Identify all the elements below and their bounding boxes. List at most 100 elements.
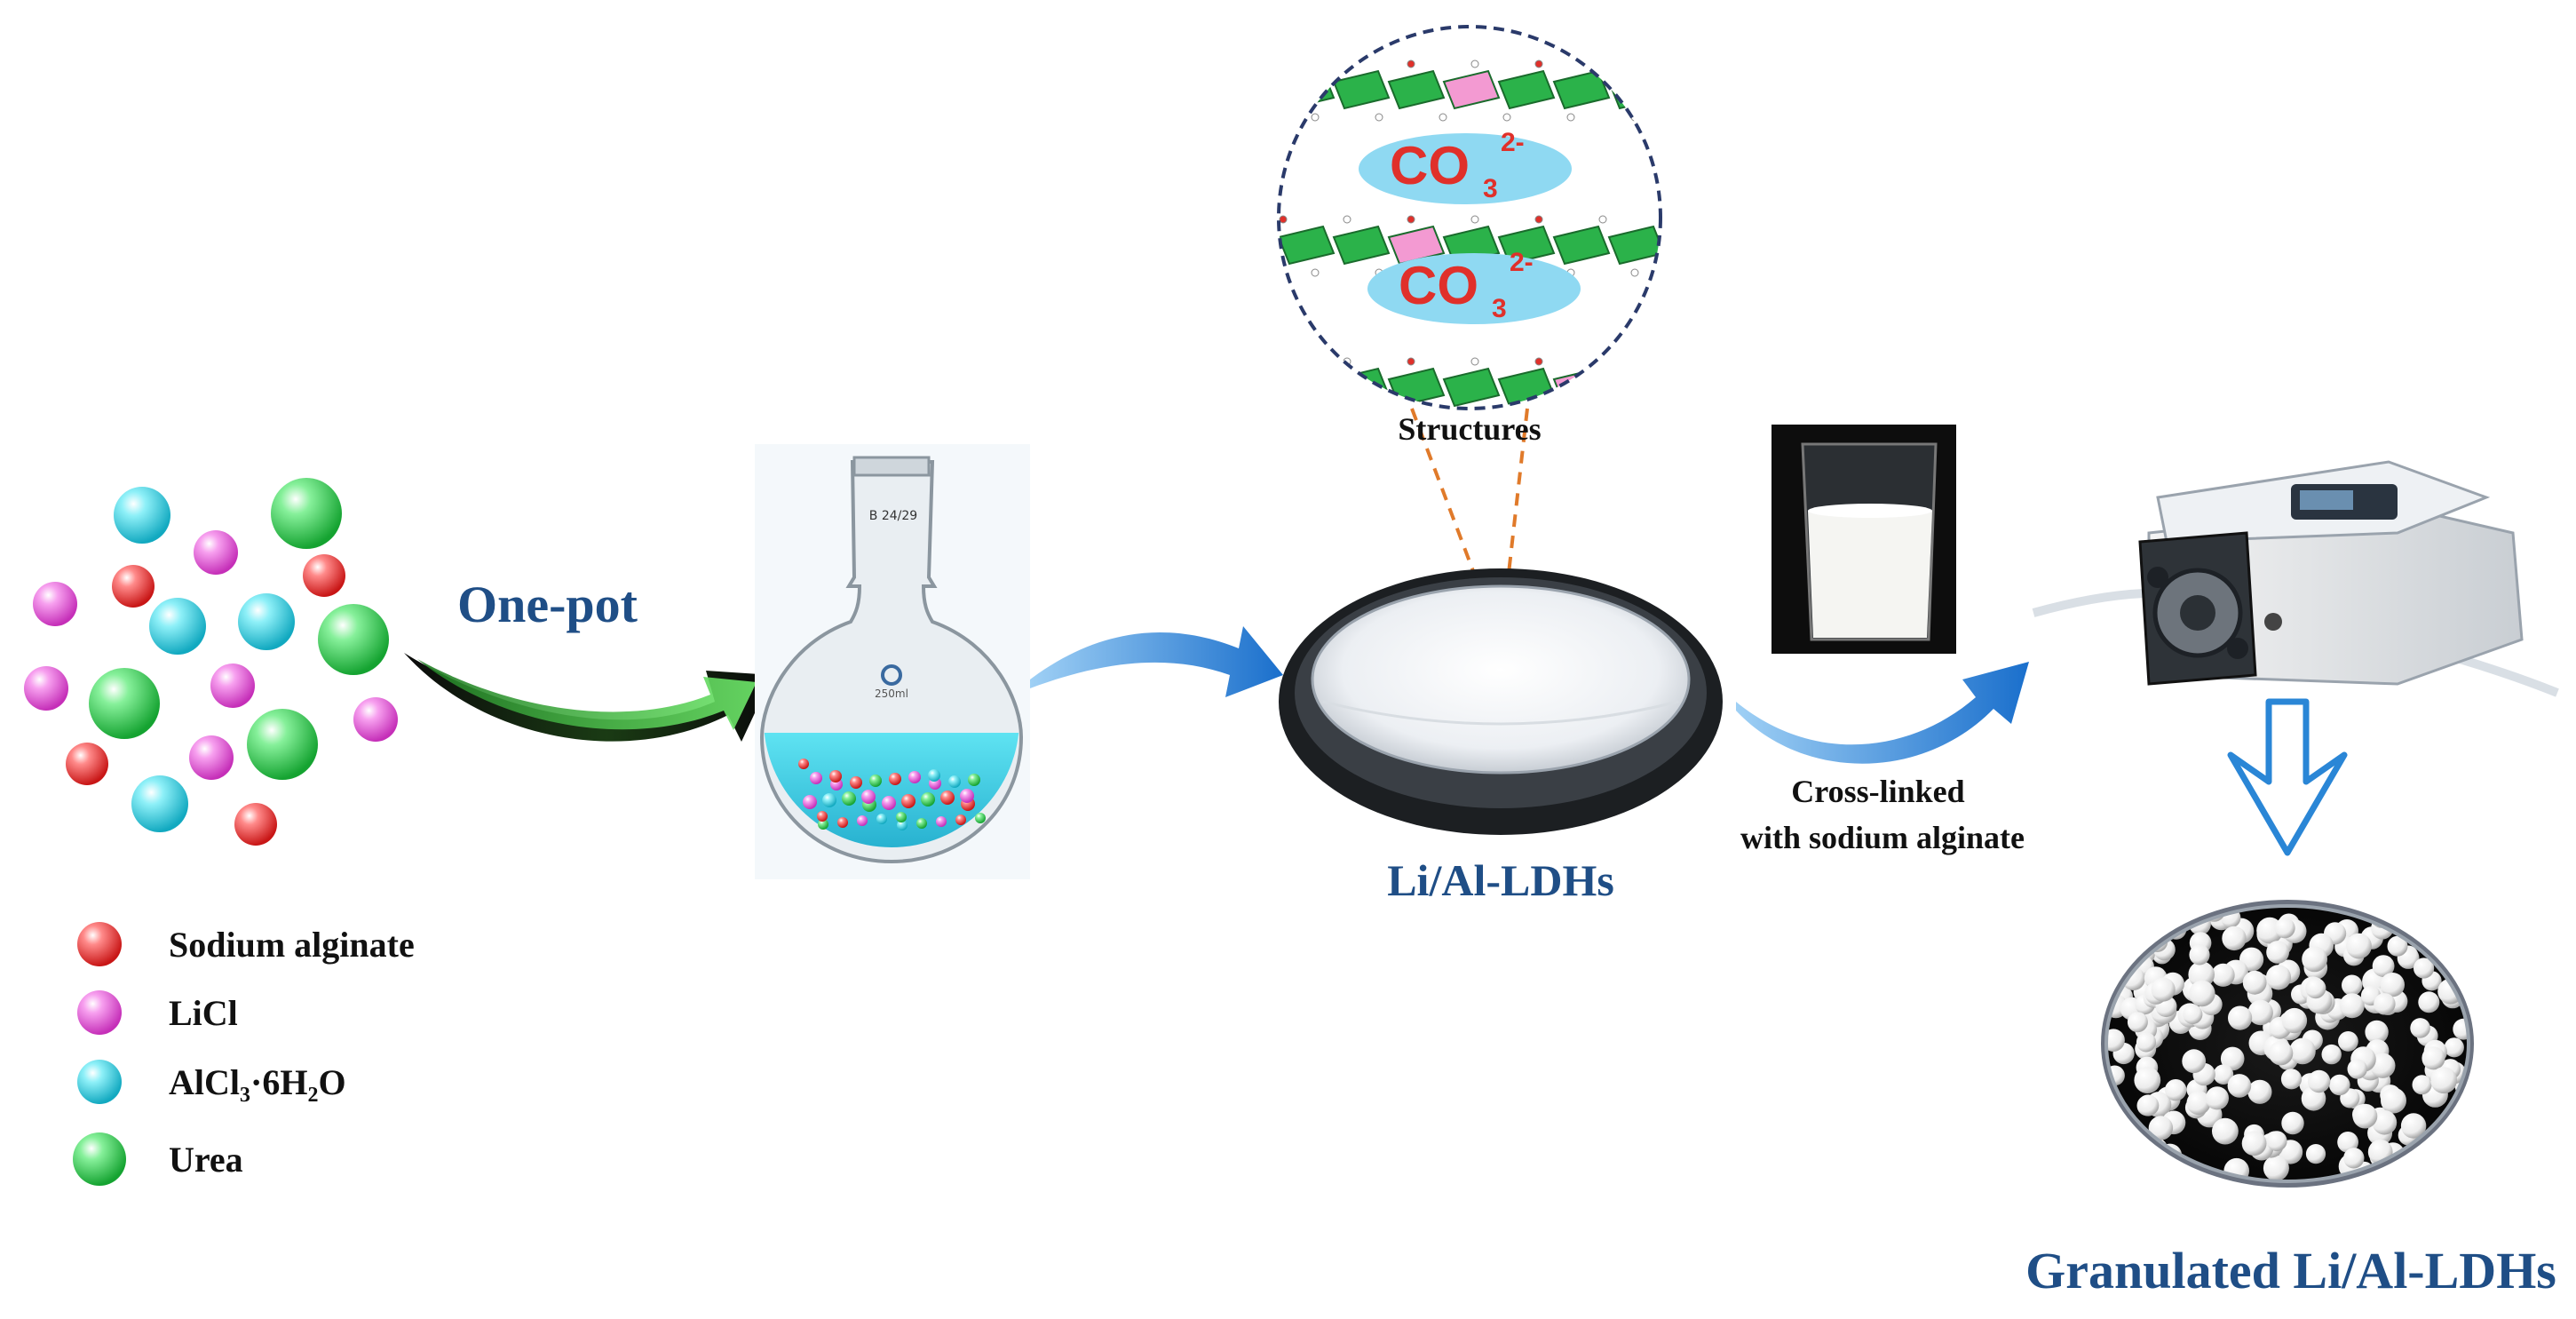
flask-particle	[842, 791, 856, 806]
pink-sphere	[33, 582, 77, 626]
ldh-layer-tile	[1387, 69, 1446, 110]
flask-particle	[896, 812, 907, 822]
pink-sphere	[194, 530, 238, 575]
flask-particle	[936, 816, 947, 827]
ldh-layer-tile	[1332, 225, 1391, 266]
alginate-bead	[2429, 926, 2451, 947]
hydroxyl-atom	[1534, 215, 1543, 224]
ldh-layer-tile	[1279, 367, 1336, 408]
hydroxyl-atom	[1439, 113, 1447, 122]
legend-item-label: Urea	[169, 1140, 243, 1180]
hydroxyl-atom	[1598, 60, 1607, 68]
alginate-bead	[2205, 1086, 2229, 1110]
alginate-bead	[2410, 1018, 2430, 1038]
hydroxyl-atom	[1663, 358, 1670, 365]
legend-item: Sodium alginate	[77, 922, 415, 966]
alginate-bead	[2228, 1005, 2253, 1030]
ldh-layer-tile	[1607, 367, 1661, 408]
alginate-bead	[2352, 1103, 2378, 1129]
cyan-sphere-icon	[77, 1060, 122, 1104]
alginate-bead	[2247, 999, 2273, 1026]
alginate-bead	[2421, 1046, 2445, 1070]
alginate-bead	[2137, 1094, 2160, 1116]
flask-particle	[829, 770, 842, 783]
reactant-spheres	[24, 478, 398, 846]
alginate-bead	[2182, 1049, 2207, 1074]
co3-label-top: CO	[1390, 136, 1470, 195]
flask-particle	[817, 811, 828, 822]
hydroxyl-atom	[1279, 215, 1288, 224]
flask-joint-label: B 24/29	[869, 509, 917, 523]
alginate-bead	[2453, 1018, 2469, 1040]
hydroxyl-atom	[1470, 60, 1479, 68]
alginate-bead	[2412, 1075, 2432, 1095]
alginate-bead	[2242, 970, 2267, 995]
alginate-bead	[2337, 1132, 2359, 1153]
flask-particle	[876, 814, 887, 824]
hydroxyl-atom	[1279, 357, 1288, 366]
alginate-bead	[2458, 906, 2469, 925]
alginate-bead	[2338, 1031, 2358, 1052]
alginate-bead	[2227, 1074, 2252, 1098]
alginate-bead	[2321, 1044, 2342, 1065]
red-sphere	[234, 803, 277, 846]
legend-item: AlCl₃·6H₂O	[77, 1060, 346, 1104]
hydroxyl-atom	[1631, 411, 1638, 418]
alginate-bead	[2400, 1113, 2427, 1139]
alginate-bead	[2302, 946, 2328, 973]
alginate-bead	[2212, 1117, 2239, 1145]
alginate-bead	[2347, 1059, 2367, 1079]
hydroxyl-atom	[1598, 215, 1607, 224]
alginate-bead	[2372, 955, 2395, 977]
alginate-bead	[2160, 906, 2186, 925]
alginate-bead	[2134, 1067, 2161, 1093]
alginate-bead	[2109, 948, 2131, 971]
alginate-bead	[2130, 906, 2154, 928]
one-pot-label: One-pot	[457, 576, 638, 633]
alginate-bead	[2266, 941, 2290, 964]
alginate-bead	[2136, 1032, 2157, 1053]
alginate-bead	[2188, 961, 2215, 988]
crosslink-label-line2: with sodium alginate	[1740, 820, 2025, 855]
hydroxyl-atom	[1343, 60, 1351, 68]
alginate-bead	[2247, 1079, 2272, 1104]
peristaltic-pump-icon	[2032, 460, 2559, 697]
flask-particle	[968, 774, 980, 786]
co3-charge-bottom: 2-	[1510, 248, 1534, 277]
pink-sphere	[24, 666, 68, 711]
hydroxyl-atom	[1695, 114, 1702, 121]
crosslink-label-line1: Cross-linked	[1791, 774, 1964, 809]
flask-particle	[861, 790, 876, 804]
hydroxyl-atom	[1567, 411, 1574, 418]
hydroxyl-atom	[1407, 215, 1415, 224]
alginate-bead	[2265, 965, 2292, 990]
alginate-bead	[2266, 1131, 2287, 1152]
alginate-bead	[2106, 952, 2127, 977]
hydroxyl-atom	[1534, 60, 1543, 68]
alginate-bead	[2211, 963, 2235, 987]
alginate-bead	[2414, 957, 2435, 979]
ldh-layer-tile	[1664, 226, 1719, 264]
hydroxyl-atom	[1311, 268, 1320, 277]
alginate-bead	[2280, 1069, 2303, 1090]
alginate-bead	[2183, 1004, 2203, 1025]
red-sphere	[303, 554, 345, 597]
round-flask-icon: 250ml B 24/29	[755, 444, 1030, 879]
legend-item: LiCl	[77, 990, 238, 1035]
cyan-sphere	[149, 598, 206, 655]
alginate-bead	[2445, 919, 2469, 946]
flask-particle	[960, 789, 974, 803]
alginate-bead	[2453, 1124, 2469, 1149]
alginate-bead	[2151, 977, 2176, 1002]
green-sphere	[247, 709, 318, 780]
pink-sphere	[210, 663, 255, 708]
petri-dish-icon	[1279, 568, 1723, 835]
alginate-bead	[2446, 1138, 2469, 1159]
hydroxyl-atom	[1502, 113, 1511, 122]
green-sphere	[318, 604, 389, 675]
hydroxyl-atom	[1470, 215, 1479, 224]
product-label: Li/Al-LDHs	[1387, 855, 1614, 905]
alginate-bead	[2222, 926, 2247, 951]
flask-particle	[869, 775, 882, 787]
ldh-layer-tile	[1387, 225, 1446, 266]
